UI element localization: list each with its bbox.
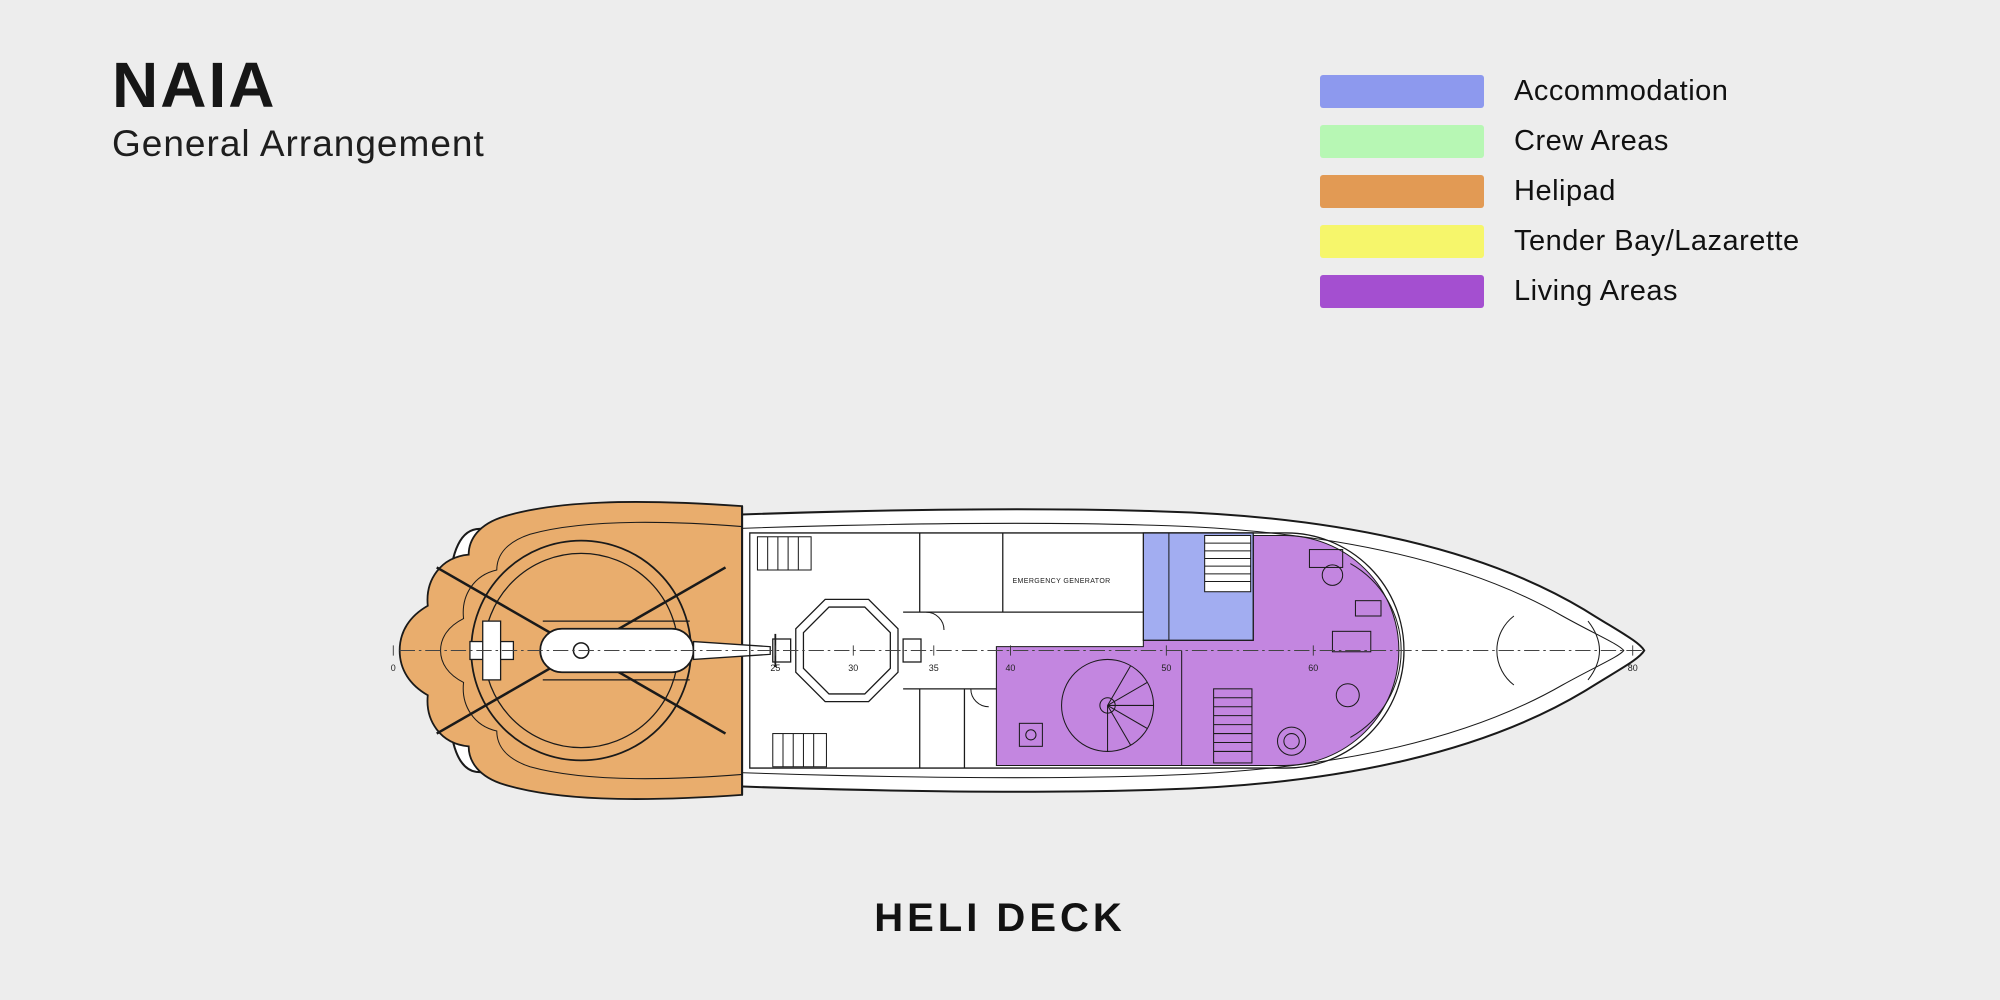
ladder-stairs-bottom-icon [772,733,827,768]
station-number: 50 [1161,663,1171,673]
legend-item-living-areas: Living Areas [1320,274,1800,308]
legend-label: Helipad [1514,174,1616,207]
legend-item-helipad: Helipad [1320,174,1800,208]
station-number: 35 [929,663,939,673]
bow-platform-arc [1496,615,1515,686]
legend-item-tender-bay: Tender Bay/Lazarette [1320,224,1800,258]
legend-label: Crew Areas [1514,124,1669,157]
deck-plan: EMERGENCY GENERATOR [325,478,1655,823]
legend-swatch-crew-areas [1320,124,1484,158]
bow-tip-arc [1587,620,1600,681]
station-number: 60 [1308,663,1318,673]
station-ticks: 0 25 30 35 40 50 60 80 [391,645,1638,673]
helipad-zone [398,501,777,800]
station-number: 80 [1628,663,1638,673]
station-number: 40 [1005,663,1015,673]
emergency-generator-label: EMERGENCY GENERATOR [1012,578,1110,585]
legend-label: Accommodation [1514,74,1729,107]
legend-label: Tender Bay/Lazarette [1514,224,1800,257]
deck-label: HELI DECK [874,896,1126,940]
legend-item-crew-areas: Crew Areas [1320,124,1800,158]
station-number: 25 [770,663,780,673]
legend-swatch-living-areas [1320,274,1484,308]
vessel-name: NAIA [112,49,277,121]
interior-walls [903,532,1144,769]
legend: Accommodation Crew Areas Helipad Tender … [1320,74,1800,324]
stairs-down-icon [1213,688,1253,764]
spiral-staircase-icon [1061,658,1155,752]
legend-item-accommodation: Accommodation [1320,74,1800,108]
station-number: 0 [391,663,396,673]
legend-swatch-helipad [1320,174,1484,208]
ladder-stairs-top-icon [756,536,812,571]
accommodation-stairs-icon [1168,532,1252,641]
title-block: NAIA General Arrangement [112,49,485,165]
legend-swatch-tender-bay [1320,224,1484,258]
station-number: 30 [848,663,858,673]
accommodation-zone [1142,532,1254,641]
legend-label: Living Areas [1514,274,1678,307]
deck-plan-svg: EMERGENCY GENERATOR [391,501,1646,800]
legend-swatch-accommodation [1320,74,1484,108]
drawing-subtitle: General Arrangement [112,123,485,165]
skylight-octagon [772,598,922,703]
deck-equipment [1018,722,1043,747]
superstructure-outline [749,532,1405,769]
